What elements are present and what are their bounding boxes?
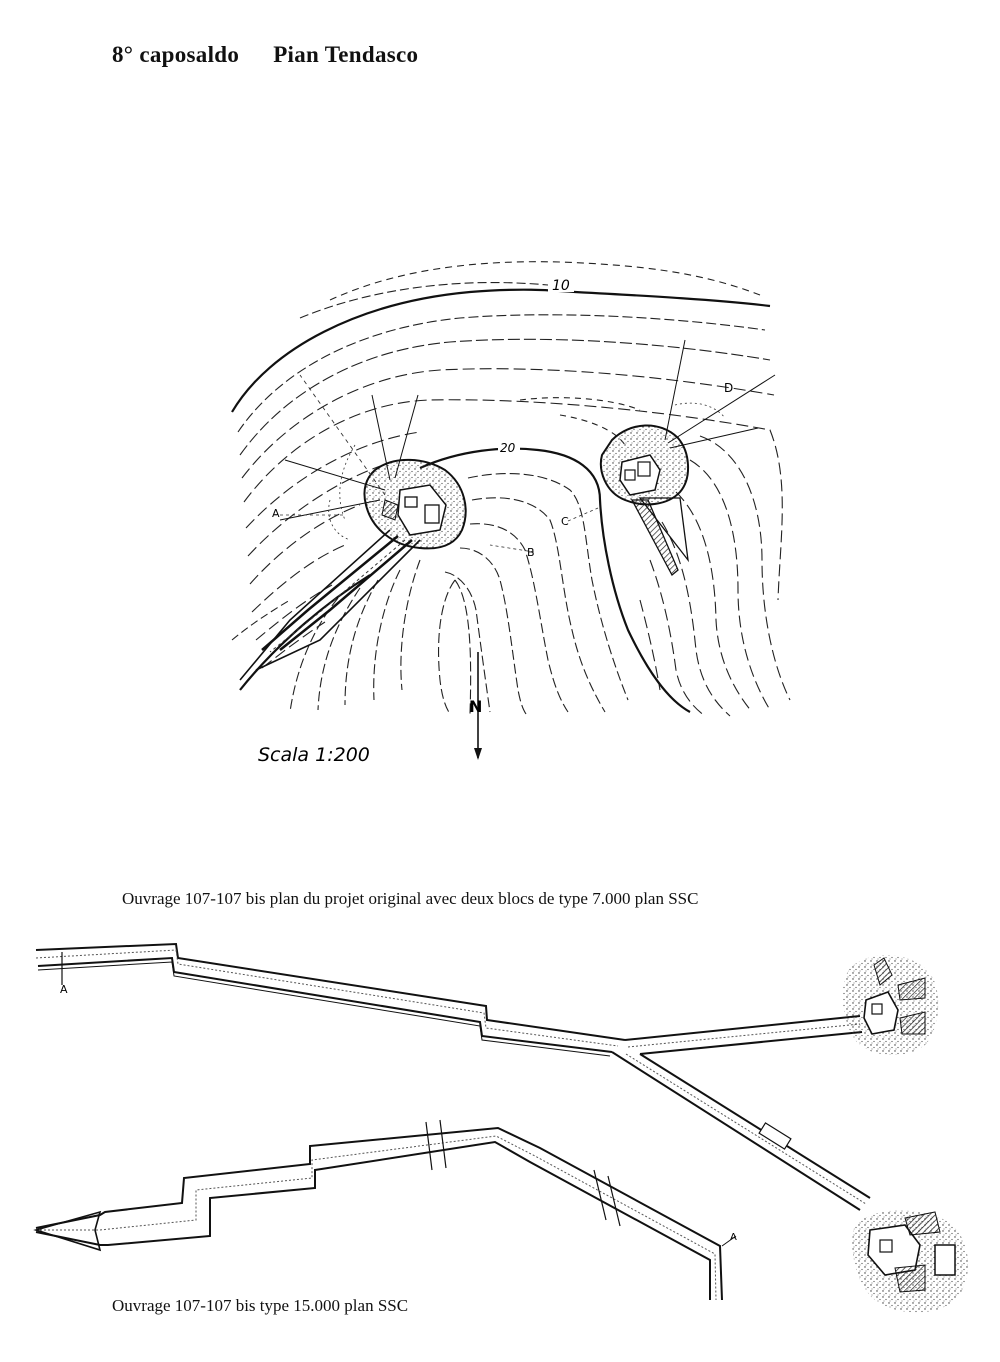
- title-part-location: Pian Tendasco: [273, 42, 419, 67]
- scale-label: Scala 1:200: [258, 744, 370, 766]
- plan-original-project: A: [35, 942, 968, 1313]
- north-arrow: N: [469, 652, 482, 760]
- lower-block-7000: [852, 1210, 968, 1313]
- corridor-fork: [611, 1015, 871, 1211]
- upper-block-7000: [842, 955, 939, 1056]
- entrance-label-a-15000: A: [730, 1232, 737, 1243]
- left-bunker-block: [239, 374, 467, 681]
- svg-text:20: 20: [500, 441, 516, 455]
- caption-type-15000: Ouvrage 107-107 bis type 15.000 plan SSC: [112, 1296, 409, 1315]
- page-title: 8° caposaldo Pian Tendasco: [112, 42, 418, 68]
- point-label-a: A: [272, 507, 280, 520]
- north-label: N: [469, 697, 482, 716]
- plan-type-15000: A: [33, 1119, 737, 1301]
- entrance-label-a: A: [60, 983, 68, 996]
- contour-label-10: 10: [548, 276, 574, 294]
- title-part-caposaldo: 8° caposaldo: [112, 42, 240, 67]
- caption-original-project: Ouvrage 107-107 bis plan du projet origi…: [122, 889, 699, 908]
- contour-lines: [231, 261, 791, 717]
- site-plan: 10 20: [231, 261, 791, 766]
- contour-label-20: 20: [498, 440, 520, 455]
- svg-text:10: 10: [552, 278, 570, 294]
- corridor-15000: A: [33, 1119, 737, 1301]
- right-bunker-block: [600, 339, 776, 577]
- point-label-c: C: [561, 515, 569, 528]
- point-label-b: B: [527, 546, 535, 559]
- point-label-d: D: [724, 381, 733, 395]
- corridor-upper-gallery: A: [35, 942, 626, 1057]
